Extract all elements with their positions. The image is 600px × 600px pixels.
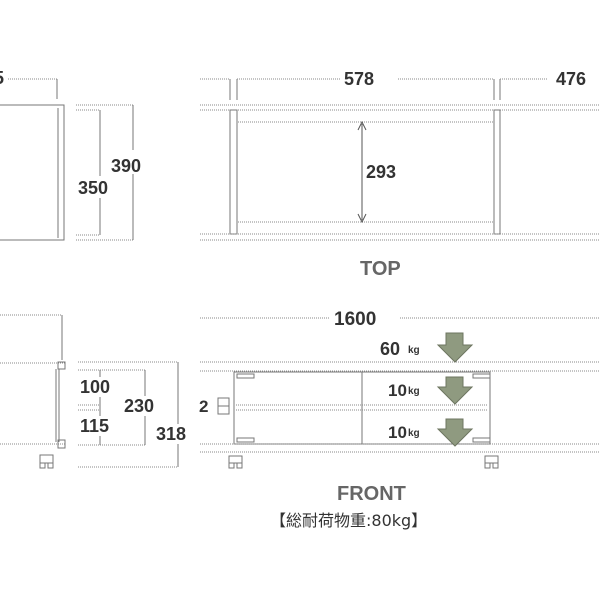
caster-icon [228, 455, 243, 469]
dim-partial-width: 5 [0, 68, 4, 88]
load-top-value: 60 [380, 339, 400, 359]
load-lower-shelf-unit: kg [408, 428, 420, 439]
side-panel [0, 104, 65, 241]
dim-upper: 100 [80, 377, 110, 397]
side-elevation: 100 115 230 318 [0, 314, 201, 469]
dim-lower: 115 [80, 416, 109, 436]
arrow-down-icon [436, 332, 474, 363]
load-upper-shelf-unit: kg [408, 386, 420, 397]
dim-height-inner: 350 [78, 178, 108, 198]
load-upper-shelf-value: 10 [388, 381, 407, 400]
dim-depth: 293 [366, 162, 396, 182]
load-top-unit: kg [408, 345, 420, 356]
side-view-top: 5 390 350 [0, 68, 156, 241]
dim-height-outer: 390 [111, 156, 141, 176]
arrow-down-icon [436, 376, 474, 405]
arrow-down-icon [436, 418, 474, 447]
dim-right-width: 476 [556, 69, 586, 89]
caster-icon [39, 454, 54, 469]
caster-icon [484, 455, 499, 469]
dim-overall-height: 318 [156, 424, 186, 444]
dim-inner-width: 578 [344, 69, 374, 89]
total-load-note: 【総耐荷物重:80kg】 [270, 511, 427, 530]
front-view-label: FRONT [337, 483, 406, 505]
front-view: 1600 2 60 kg 10 kg 10 kg FRONT 【総耐荷物重:80… [199, 309, 600, 530]
top-view-label: TOP [360, 258, 401, 280]
load-lower-shelf-value: 10 [388, 423, 407, 442]
dim-total-width: 1600 [334, 309, 376, 330]
dim-inner-height: 230 [124, 396, 154, 416]
top-view: 578 476 293 TOP [200, 69, 600, 280]
dim-gap: 2 [199, 397, 208, 416]
